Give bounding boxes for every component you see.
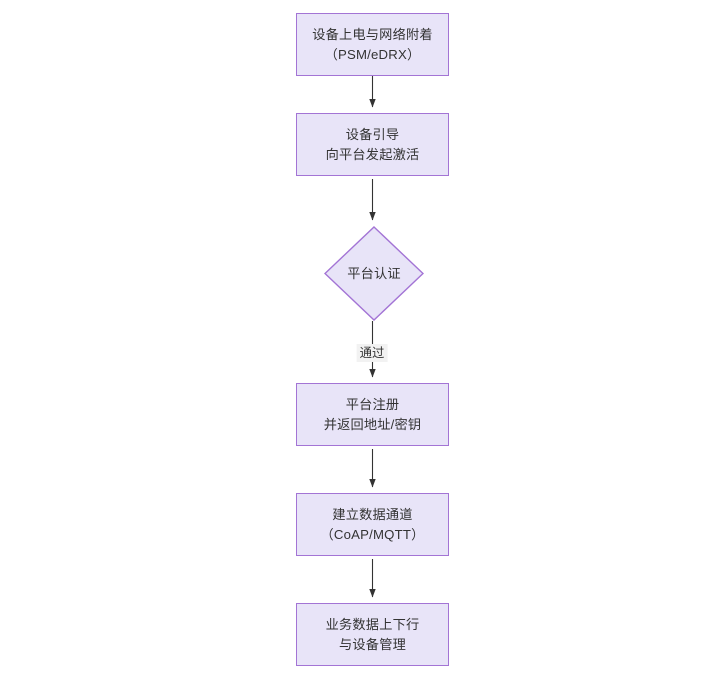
node-platform-auth-decision[interactable]: 平台认证 [324, 226, 424, 321]
node-label-line2: 与设备管理 [339, 636, 406, 652]
edge-label-pass: 通过 [356, 344, 388, 363]
node-label-line1: 业务数据上下行 [325, 617, 420, 633]
diamond-shape-icon [324, 226, 424, 321]
node-device-power-on[interactable]: 设备上电与网络附着 （PSM/eDRX） [296, 13, 449, 76]
node-label: 平台注册并返回地址/密钥 [320, 395, 426, 433]
node-label: 设备上电与网络附着 （PSM/eDRX） [308, 25, 437, 63]
node-label-line1: 建立数据通道 [332, 507, 413, 523]
node-data-channel[interactable]: 建立数据通道 （CoAP/MQTT） [296, 493, 449, 556]
node-label-line2: 向平台发起激活 [325, 146, 420, 162]
node-platform-register[interactable]: 平台注册并返回地址/密钥 [296, 383, 449, 446]
node-label-line1: 设备引导 [345, 127, 400, 143]
node-label: 建立数据通道 （CoAP/MQTT） [316, 505, 428, 543]
node-label-line1: 平台注册 [345, 397, 400, 413]
node-label: 业务数据上下行与设备管理 [322, 615, 424, 653]
node-business-data[interactable]: 业务数据上下行与设备管理 [296, 603, 449, 666]
node-label: 设备引导向平台发起激活 [322, 125, 424, 163]
node-label-line2: （PSM/eDRX） [324, 46, 421, 62]
node-label-line2: 并返回地址/密钥 [323, 416, 422, 432]
node-label-line2: （CoAP/MQTT） [320, 526, 425, 542]
node-device-bootstrap[interactable]: 设备引导向平台发起激活 [296, 113, 449, 176]
node-label-line1: 设备上电与网络附着 [312, 27, 433, 43]
node-label: 平台认证 [347, 265, 401, 281]
